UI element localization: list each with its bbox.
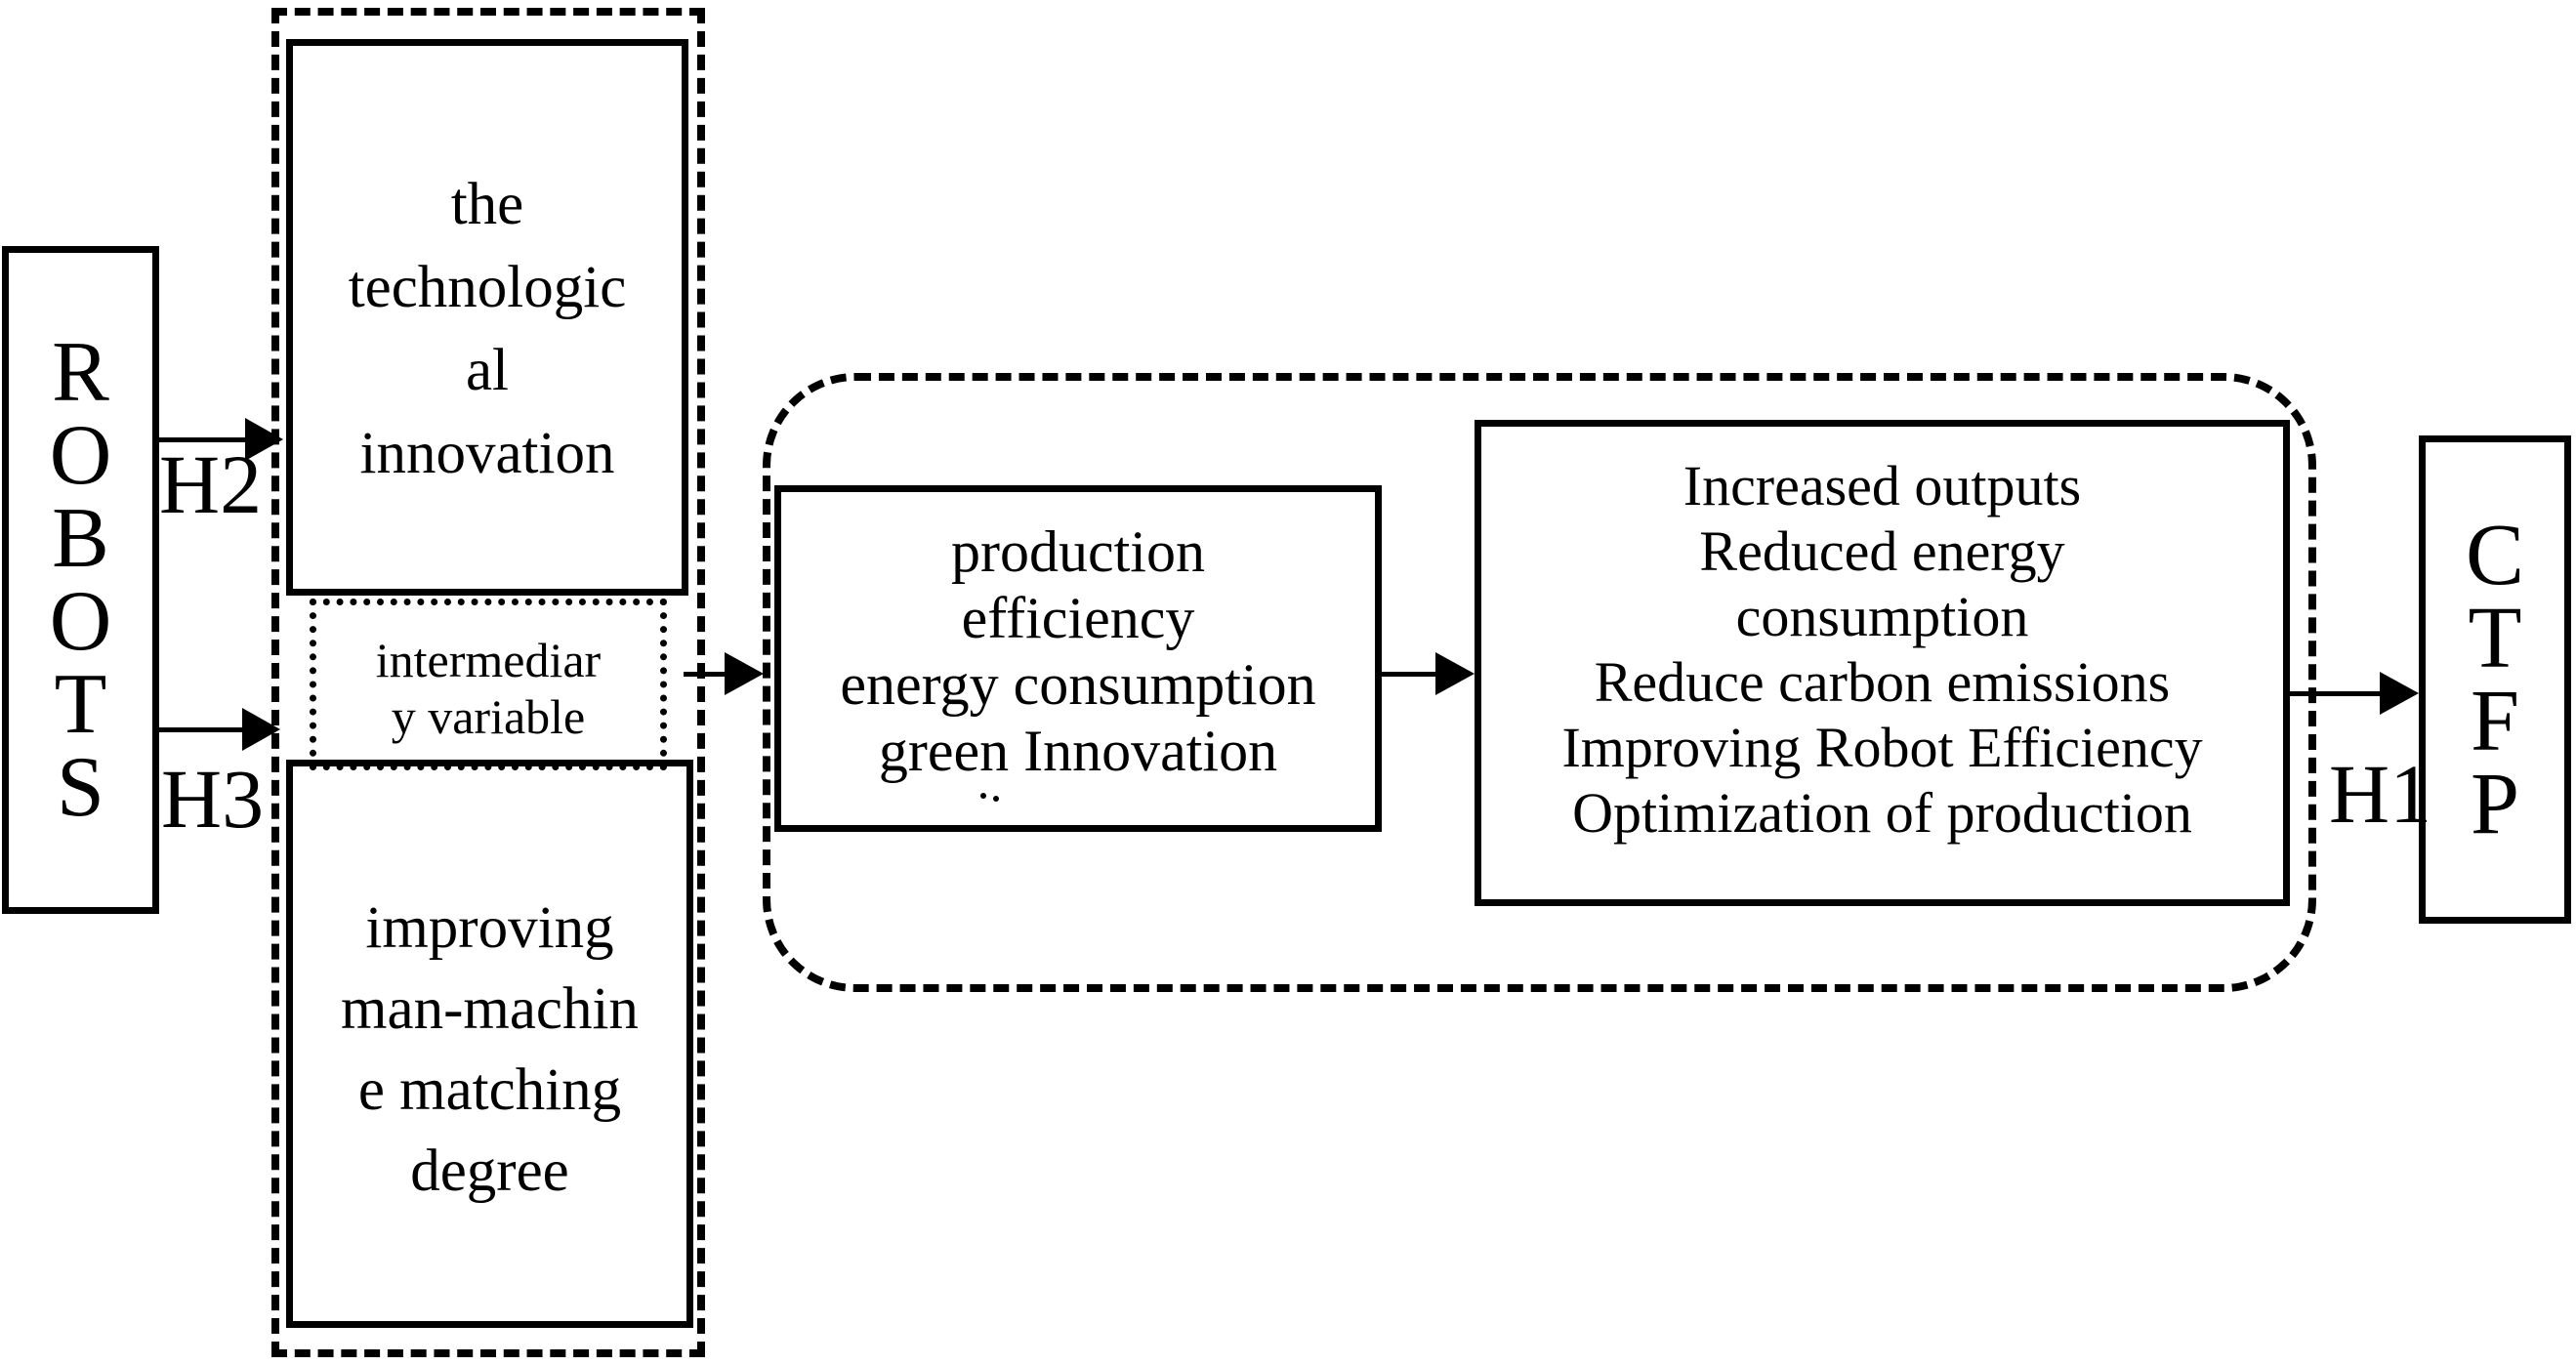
clipped-text-dots	[980, 793, 986, 799]
arrowhead-robots-to-matching	[242, 708, 280, 751]
arrowhead-channels-to-outcomes	[1435, 652, 1475, 695]
mechanism-rounded-container	[763, 373, 2316, 992]
outcomes-line: Improving Robot Efficiency	[1561, 716, 2203, 779]
outcomes-line: Optimization of production	[1572, 781, 2192, 845]
arrow-channels-to-outcomes	[1382, 672, 1438, 677]
arrow-outcomes-to-ctfp	[2290, 691, 2383, 696]
man-machine-matching-line: degree	[410, 1138, 569, 1204]
production-channels-box: production efficiency energy consumption…	[774, 485, 1382, 832]
production-channels-line: green Innovation	[878, 719, 1278, 783]
man-machine-matching-line: improving	[365, 895, 614, 961]
robots-box: R O B O T S	[2, 246, 159, 914]
technological-innovation-line: al	[465, 338, 510, 403]
outcomes-line: Reduce carbon emissions	[1594, 650, 2171, 714]
ctfp-letter: P	[2470, 756, 2520, 852]
outcomes-line: Increased outputs	[1683, 454, 2082, 517]
man-machine-matching-box: improving man-machin e matching degree	[286, 760, 693, 1328]
robots-letter: R	[52, 325, 109, 420]
robots-letter: S	[57, 740, 104, 835]
hypothesis-h1-label: H1	[2329, 747, 2432, 841]
man-machine-matching-line: e matching	[357, 1057, 622, 1123]
arrow-robots-to-technology	[159, 437, 252, 442]
technological-innovation-line: innovation	[359, 421, 615, 486]
ctfp-box: C T F P	[2419, 435, 2571, 924]
production-channels-line: energy consumption	[840, 652, 1316, 717]
ctfp-letter: T	[2468, 590, 2522, 686]
technological-innovation-line: the	[450, 172, 524, 237]
outcomes-line: Reduced energy	[1699, 519, 2065, 583]
arrowhead-outcomes-to-ctfp	[2380, 672, 2419, 715]
production-channels-line: production	[951, 519, 1205, 584]
ctfp-letter: C	[2465, 507, 2525, 603]
robots-letter: T	[54, 657, 107, 752]
arrow-mediators-to-channels	[684, 672, 728, 677]
production-channels-line: efficiency	[961, 586, 1195, 650]
robots-letter: O	[49, 408, 112, 503]
arrow-robots-to-matching	[159, 727, 247, 732]
outcomes-box: Increased outputs Reduced energy consump…	[1475, 420, 2290, 906]
arrowhead-mediators-to-channels	[725, 652, 764, 695]
arrowhead-robots-to-technology	[245, 418, 283, 461]
intermediary-variable-box: intermediar y variable	[310, 599, 667, 770]
intermediary-variable-line: intermediar	[375, 633, 602, 687]
outcomes-line: consumption	[1735, 585, 2029, 648]
technological-innovation-box: the technologic al innovation	[286, 39, 688, 596]
man-machine-matching-line: man-machin	[341, 976, 639, 1042]
hypothesis-h3-label: H3	[161, 752, 265, 846]
intermediary-variable-line: y variable	[391, 689, 586, 744]
mediators-dashed-container	[271, 8, 705, 1357]
robots-letter: O	[49, 574, 112, 669]
ctfp-letter: F	[2470, 673, 2520, 769]
robots-letter: B	[52, 491, 109, 586]
technological-innovation-line: technologic	[348, 255, 627, 320]
hypothesis-h2-label: H2	[159, 437, 263, 531]
